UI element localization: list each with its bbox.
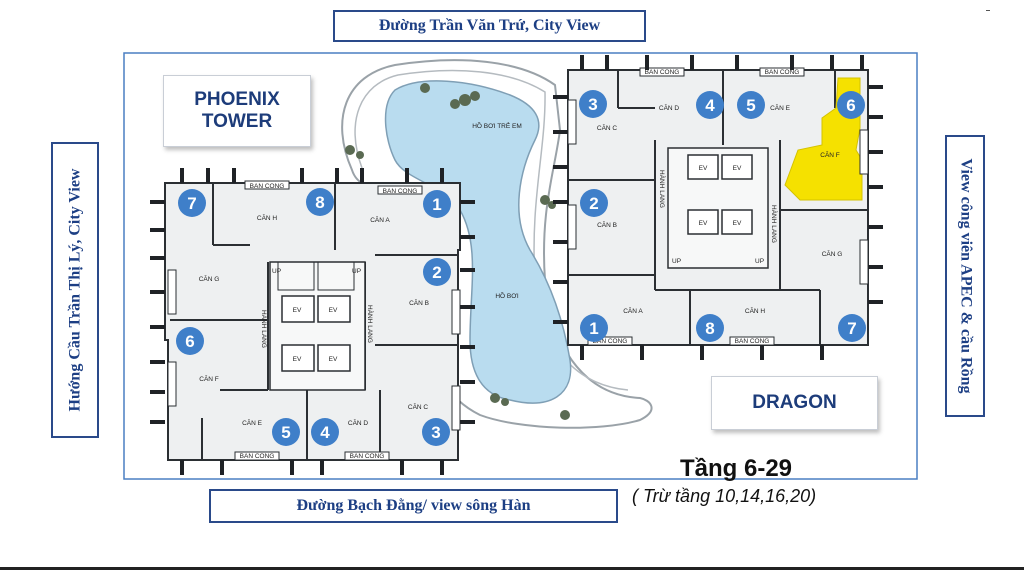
top-street-label: Đường Trần Văn Trứ, City View — [333, 10, 646, 42]
phoenix-balcony-bottom-right: BAN CONG — [350, 453, 385, 460]
floor-exclusion-note: ( Trừ tầng 10,14,16,20) — [632, 486, 817, 506]
phoenix-badge-1: 1 — [432, 195, 441, 214]
phoenix-badge-2: 2 — [432, 263, 441, 282]
dragon-unit-3-name: CĂN C — [597, 123, 618, 132]
phoenix-unit-2-name: CĂN B — [409, 298, 429, 307]
phoenix-ev-4: EV — [329, 356, 338, 363]
phoenix-tower-plan — [150, 168, 475, 475]
phoenix-unit-6-name: CĂN F — [199, 374, 219, 383]
phoenix-unit-4-name: CĂN D — [348, 418, 369, 427]
bottom-street-text: Đường Bạch Đằng/ view sông Hàn — [296, 497, 531, 514]
dragon-badge-6: 6 — [846, 96, 855, 115]
dragon-up-2: UP — [755, 258, 764, 265]
dragon-unit-1-name: CĂN A — [623, 306, 643, 315]
dragon-balcony-bottom-left: BAN CONG — [593, 338, 628, 345]
dragon-tower-label: DRAGON — [711, 376, 878, 430]
phoenix-ev-2: EV — [329, 307, 338, 314]
trees — [345, 83, 570, 420]
bottom-street-label: Đường Bạch Đằng/ view sông Hàn — [209, 489, 618, 523]
phoenix-badge-5: 5 — [281, 423, 290, 442]
phoenix-label-line2: TOWER — [201, 111, 273, 132]
left-street-label: Hướng Cầu Trần Thị Lý, City View — [51, 142, 99, 438]
phoenix-badge-3: 3 — [431, 423, 440, 442]
phoenix-up-2: UP — [352, 268, 361, 275]
phoenix-unit-3-name: CĂN C — [408, 402, 429, 411]
dragon-ev-4: EV — [733, 220, 742, 227]
kids-pool-label: HỒ BƠI TRẺ EM — [472, 120, 522, 130]
phoenix-ev-1: EV — [293, 307, 302, 314]
phoenix-badge-4: 4 — [320, 423, 330, 442]
dragon-badge-4: 4 — [705, 96, 715, 115]
phoenix-corridor-right: HÀNH LANG — [366, 305, 375, 343]
phoenix-ev-3: EV — [293, 356, 302, 363]
dragon-badge-8: 8 — [705, 319, 714, 338]
phoenix-up-1: UP — [272, 268, 281, 275]
dragon-badge-1: 1 — [589, 319, 598, 338]
dragon-balcony-top-right: BAN CONG — [765, 69, 800, 76]
phoenix-balcony-top: BAN CONG — [250, 183, 285, 190]
dragon-tower-plan — [553, 55, 883, 360]
phoenix-badge-7: 7 — [187, 194, 196, 213]
right-street-label: View công viên APEC & cầu Rồng — [945, 135, 985, 417]
left-street-text: Hướng Cầu Trần Thị Lý, City View — [66, 168, 84, 412]
right-street-text: View công viên APEC & cầu Rồng — [957, 158, 974, 394]
phoenix-unit-5-name: CĂN E — [242, 418, 263, 427]
bottom-rule — [0, 567, 1024, 570]
top-street-text: Đường Trần Văn Trứ, City View — [378, 17, 601, 34]
top-right-mark — [986, 10, 990, 11]
phoenix-badge-6: 6 — [185, 332, 194, 351]
phoenix-label-line1: PHOENIX — [194, 89, 280, 110]
dragon-badge-5: 5 — [746, 96, 755, 115]
phoenix-unit-g-name: CĂN G — [199, 274, 220, 283]
dragon-badge-3: 3 — [588, 95, 597, 114]
dragon-corridor-right: HÀNH LANG — [770, 205, 779, 243]
phoenix-corridor-left: HÀNH LANG — [260, 310, 269, 348]
dragon-unit-4-name: CĂN D — [659, 103, 680, 112]
dragon-ev-1: EV — [699, 165, 708, 172]
phoenix-unit-8-name: CĂN H — [257, 213, 278, 222]
dragon-ev-2: EV — [733, 165, 742, 172]
dragon-unit-8-name: CĂN H — [745, 306, 766, 315]
dragon-balcony-bottom-right: BAN CONG — [735, 338, 770, 345]
dragon-badge-7: 7 — [847, 319, 856, 338]
dragon-up-1: UP — [672, 258, 681, 265]
main-pool-label: HỒ BƠI — [495, 290, 518, 300]
dragon-balcony-top-left: BAN CONG — [645, 69, 680, 76]
dragon-corridor-left: HÀNH LANG — [658, 170, 667, 208]
phoenix-balcony-top-right: BAN CONG — [383, 188, 418, 195]
dragon-unit-5-name: CĂN E — [770, 103, 791, 112]
phoenix-balcony-bottom-left: BAN CONG — [240, 453, 275, 460]
dragon-ev-3: EV — [699, 220, 708, 227]
dragon-unit-7-name: CĂN G — [822, 249, 843, 258]
dragon-unit-2-name: CĂN B — [597, 220, 617, 229]
site-frame — [123, 52, 918, 480]
phoenix-badge-8: 8 — [315, 193, 324, 212]
dragon-badge-2: 2 — [589, 194, 598, 213]
phoenix-tower-label: PHOENIX TOWER — [163, 75, 311, 147]
dragon-unit-6-name: CĂN F — [820, 150, 840, 159]
phoenix-unit-1-name: CĂN A — [370, 215, 390, 224]
floor-range-title: Tầng 6-29 — [680, 455, 793, 482]
dragon-label-text: DRAGON — [752, 392, 837, 413]
